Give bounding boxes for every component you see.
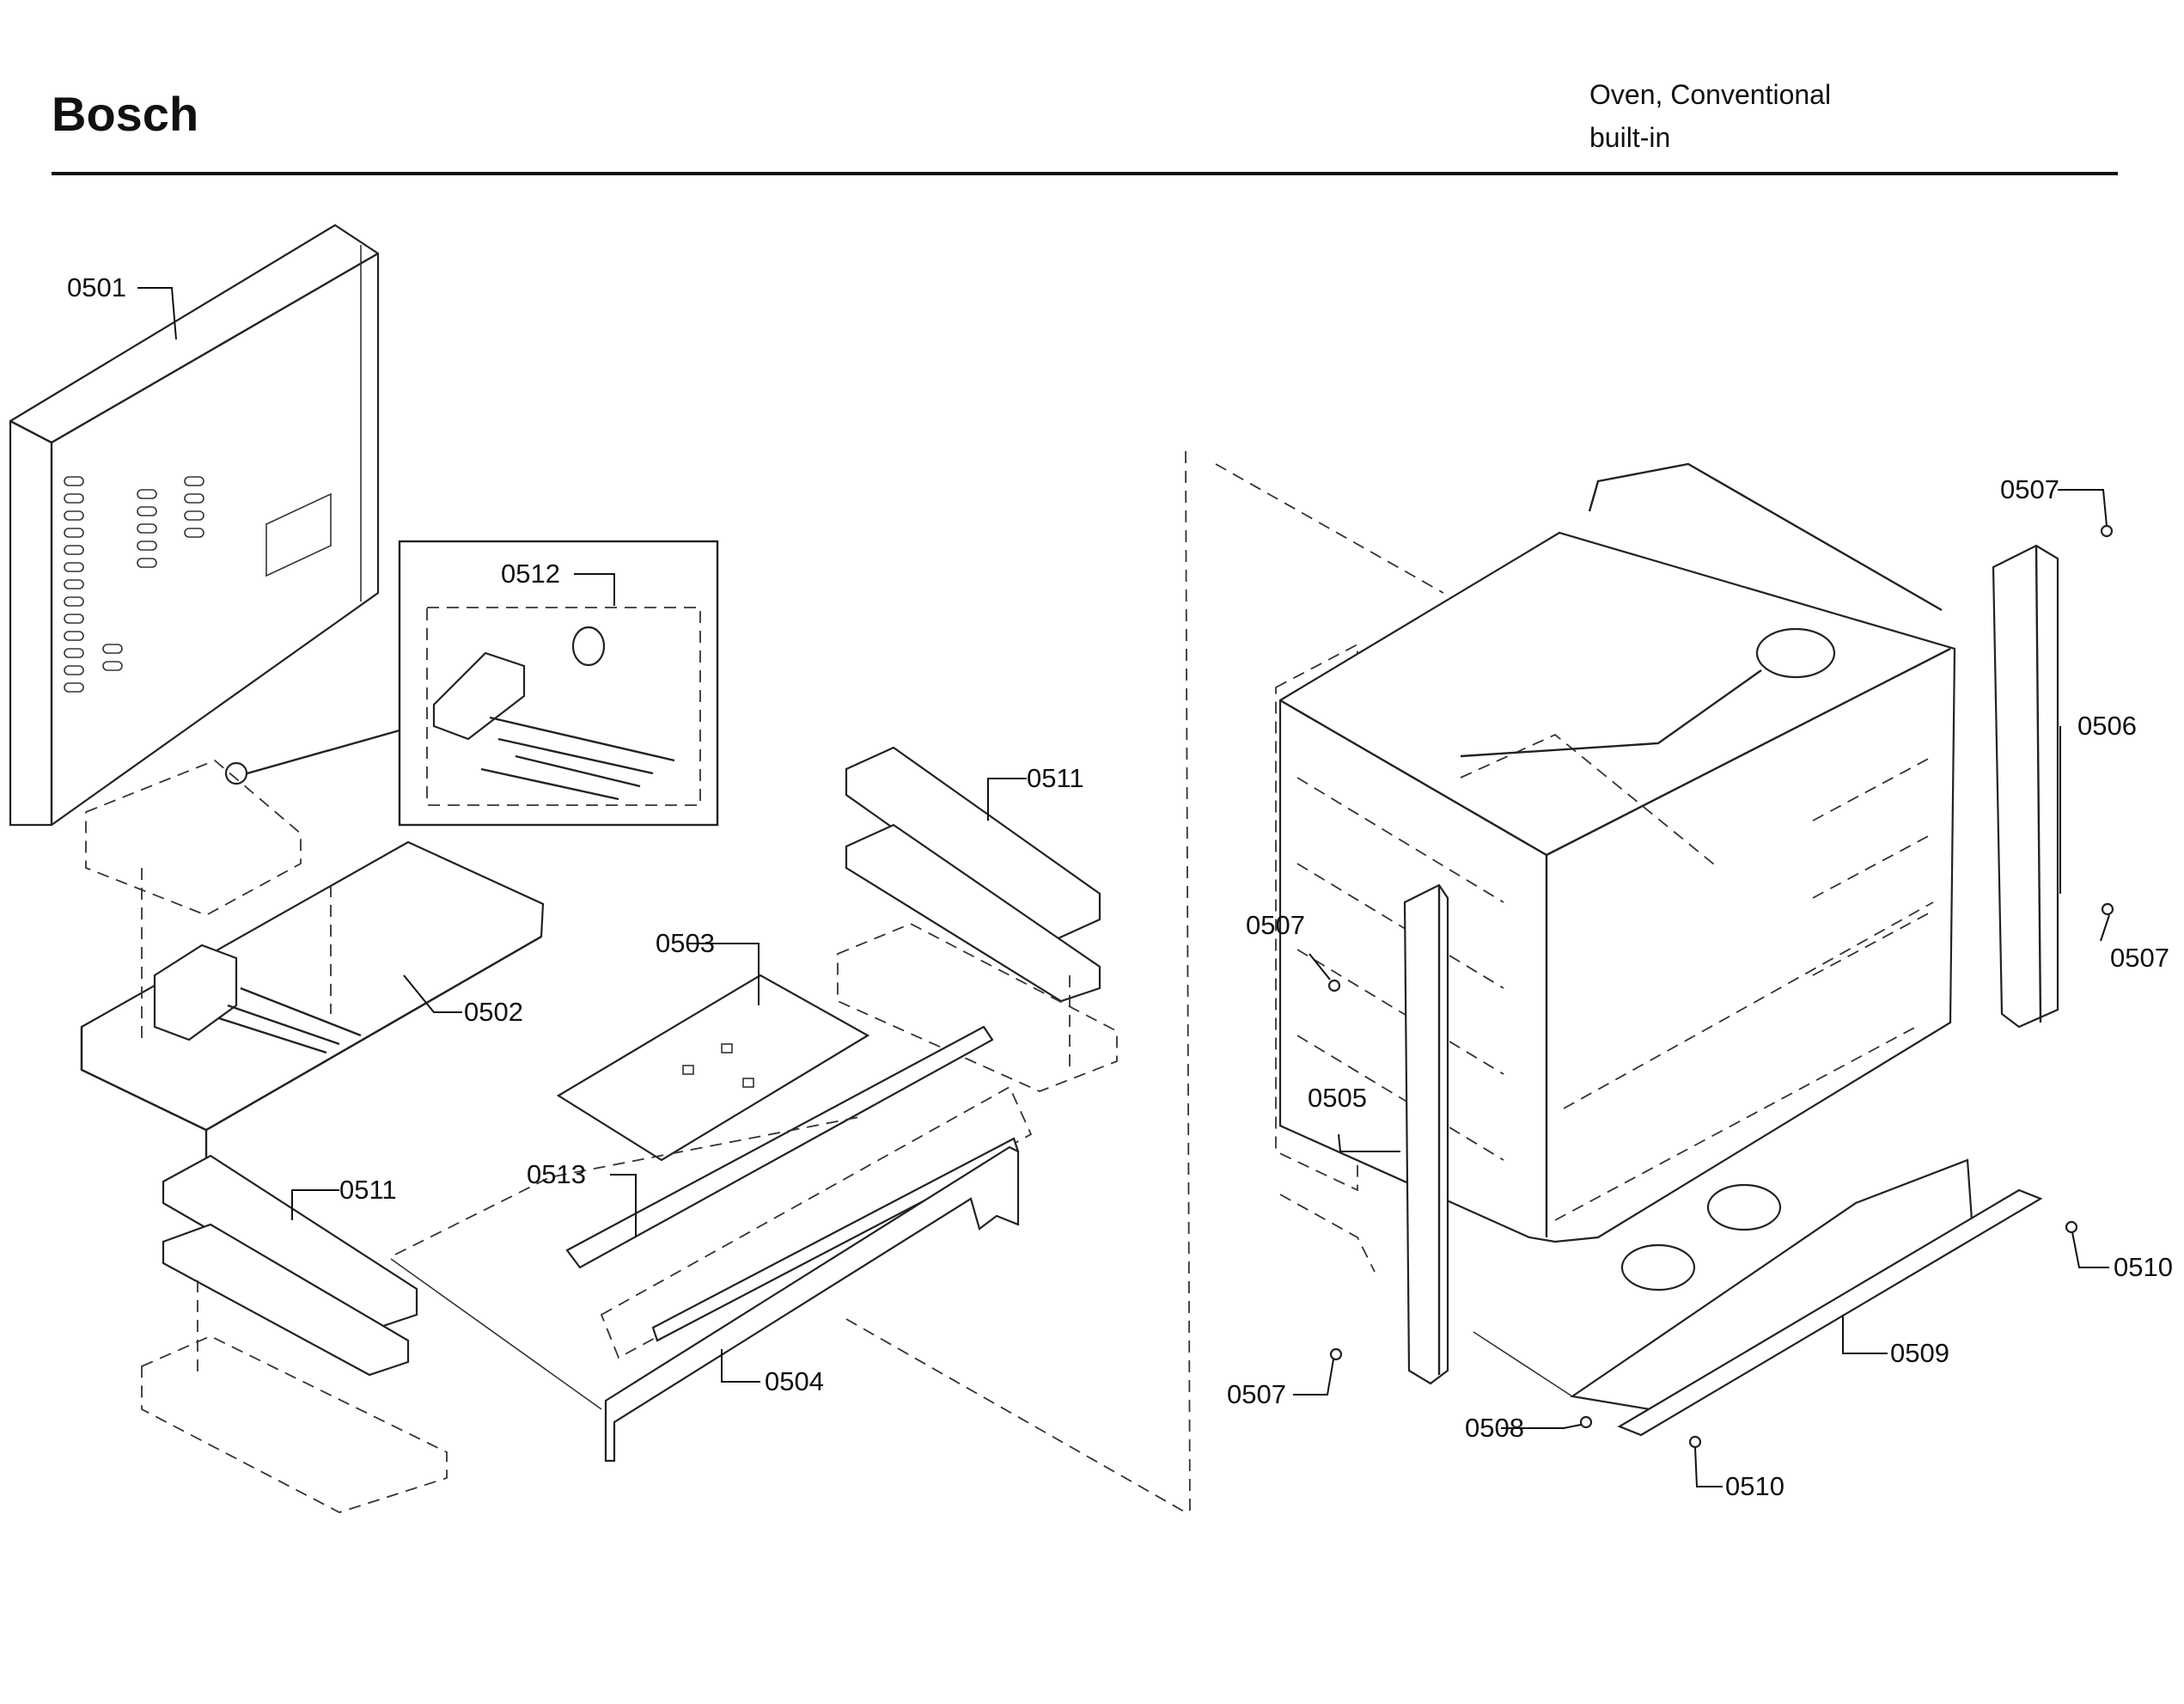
callout-0507-top-right: 0507 (2000, 474, 2059, 504)
brand-title: Bosch (52, 87, 199, 141)
callout-0506: 0506 (2077, 711, 2137, 741)
callout-0511-lower: 0511 (339, 1175, 397, 1205)
header-rule (52, 172, 2118, 175)
model-type: Oven, Conventional (1589, 79, 1832, 110)
callout-0513: 0513 (527, 1159, 586, 1189)
callout-0503: 0503 (656, 928, 715, 958)
part-0506-side-rail-right (1992, 544, 2059, 1029)
callout-0507-right: 0507 (2110, 943, 2169, 973)
part-0513-rod (565, 1025, 1033, 1359)
model-subtype: built-in (1589, 122, 1671, 153)
callout-0508: 0508 (1465, 1413, 1524, 1443)
callout-0502: 0502 (464, 997, 523, 1027)
callout-0511-upper: 0511 (1027, 763, 1084, 793)
callout-0501: 0501 (67, 272, 126, 302)
callout-0510-right: 0510 (2114, 1252, 2173, 1282)
callout-0509: 0509 (1890, 1338, 1949, 1368)
callout-0505: 0505 (1308, 1083, 1367, 1113)
separator-dash-lower (845, 1318, 1187, 1513)
part-0501-back-panel (9, 223, 380, 827)
part-0511-upper-rails (837, 746, 1118, 1092)
part-0504-bottom-panel (390, 1116, 1020, 1463)
separator-dash-upper (1215, 463, 1444, 594)
callout-0512: 0512 (501, 559, 560, 589)
part-0502-terminal-plate (80, 759, 545, 1169)
callout-0504: 0504 (765, 1366, 824, 1396)
separator-dash-vertical (1185, 450, 1191, 1518)
callout-0507-bottom: 0507 (1227, 1379, 1286, 1409)
leader-lines (137, 287, 2110, 1487)
part-0505-side-rail-left (1403, 883, 1449, 1385)
part-0511-lower-rails (141, 1154, 448, 1513)
part-0503-cover-sheet (556, 974, 870, 1162)
callout-0510-bottom: 0510 (1725, 1471, 1784, 1501)
part-oven-cavity (1275, 462, 1956, 1243)
part-0509-bottom-plate (1279, 1158, 2043, 1437)
screws-0507-0510 (1327, 524, 2114, 1449)
part-0512-detail-box (224, 540, 719, 827)
callout-0507-left: 0507 (1246, 910, 1305, 940)
